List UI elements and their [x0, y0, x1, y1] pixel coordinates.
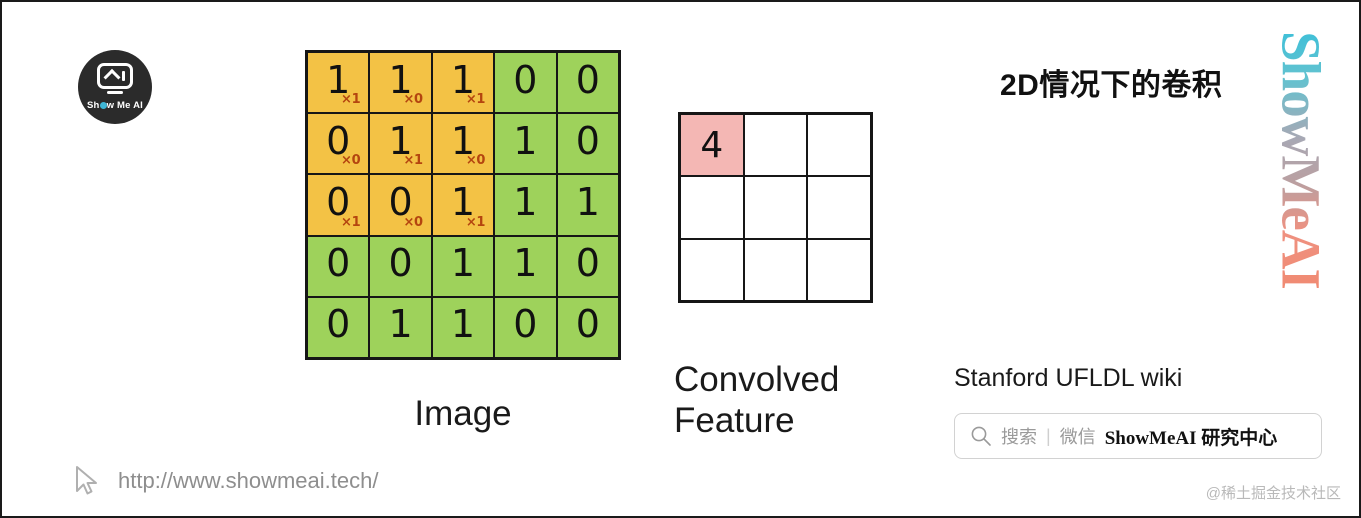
- kernel-weight-label: ×0: [465, 153, 486, 169]
- conv-cell-r1-c1: [744, 177, 807, 238]
- conv-cell-r2-c2: [808, 239, 870, 300]
- image-cell-r1-c0: 0×0: [308, 114, 369, 174]
- kernel-weight-label: ×1: [341, 92, 361, 108]
- image-cell-value: 1: [513, 241, 538, 286]
- image-cell-r3-c0: 0: [308, 236, 369, 296]
- image-cell-value: 1: [450, 241, 476, 286]
- search-channel-label: 微信: [1059, 427, 1096, 447]
- image-cell-value: 0: [575, 241, 600, 286]
- kernel-weight-label: ×1: [465, 214, 486, 230]
- cursor-pointer-icon: [72, 464, 102, 498]
- logo-text-after: w Me AI: [106, 100, 143, 111]
- convolved-label-line1: Convolved: [674, 360, 840, 399]
- source-caption: Stanford UFLDL wiki: [954, 364, 1183, 392]
- image-cell-value: 1: [513, 118, 538, 163]
- image-cell-r3-c3: 1: [495, 236, 556, 296]
- conv-cell-r1-c2: [808, 177, 870, 238]
- image-cell-value: 1: [513, 179, 538, 224]
- image-cell-r2-c1: 0×0: [370, 175, 431, 235]
- conv-cell-r0-c1: [744, 115, 807, 176]
- search-divider: |: [1046, 425, 1051, 446]
- conv-cell-r1-c0: [681, 177, 743, 238]
- kernel-weight-label: ×0: [341, 153, 361, 169]
- robot-icon: [97, 63, 133, 89]
- image-cell-value: 1: [450, 179, 476, 224]
- kernel-weight-label: ×0: [403, 214, 423, 230]
- image-cell-r4-c4: 0: [557, 297, 618, 357]
- image-cell-value: 1: [450, 302, 476, 347]
- image-cell-value: 0: [388, 241, 413, 286]
- convolved-label-line2: Feature: [674, 400, 795, 440]
- logo-wordmark: Sh w Me AI: [87, 100, 143, 111]
- image-cell-r2-c2: 1×1: [432, 175, 494, 235]
- search-icon: [970, 425, 992, 447]
- image-cell-value: 1: [388, 302, 413, 347]
- convolved-feature-grid: 4: [678, 112, 873, 303]
- image-cell-value: 0: [513, 302, 538, 347]
- image-cell-value: 0: [326, 302, 351, 347]
- logo-dot-icon: [99, 102, 107, 109]
- image-cell-r0-c0: 1×1: [308, 53, 369, 113]
- image-cell-r3-c1: 0: [370, 236, 431, 296]
- kernel-weight-label: ×1: [341, 214, 361, 230]
- page-title: 2D情况下的卷积: [1000, 69, 1223, 102]
- image-cell-value: 0: [575, 302, 600, 347]
- robot-caret-icon: [103, 68, 120, 86]
- image-cell-value: 0: [575, 57, 600, 102]
- image-cell-value: 0: [326, 118, 351, 163]
- attribution-text: @稀土掘金技术社区: [1205, 485, 1341, 502]
- footer-url-text[interactable]: http://www.showmeai.tech/: [118, 468, 379, 493]
- kernel-weight-label: ×1: [465, 92, 486, 108]
- image-cell-r1-c1: 1×1: [370, 114, 431, 174]
- image-cell-r0-c4: 0: [557, 53, 618, 113]
- conv-cell-r2-c0: [681, 239, 743, 300]
- vertical-watermark-text: ShowMeAI: [1270, 31, 1332, 289]
- logo-text-before: Sh: [87, 100, 100, 111]
- vertical-watermark: ShowMeAI: [1270, 26, 1332, 294]
- image-cell-value: 0: [326, 179, 351, 224]
- image-cell-r4-c2: 1: [432, 297, 494, 357]
- image-cell-r2-c4: 1: [557, 175, 618, 235]
- image-matrix-label: Image: [414, 394, 512, 433]
- image-cell-r0-c1: 1×0: [370, 53, 431, 113]
- image-cell-value: 0: [388, 179, 413, 224]
- conv-cell-r2-c1: [744, 239, 807, 300]
- robot-bar-icon: [121, 71, 125, 81]
- kernel-weight-label: ×1: [403, 153, 423, 169]
- conv-cell-r0-c2: [808, 115, 870, 176]
- image-cell-r0-c2: 1×1: [432, 53, 494, 113]
- image-cell-value: 1: [388, 118, 413, 163]
- image-cell-value: 0: [513, 57, 538, 102]
- image-cell-r4-c0: 0: [308, 297, 369, 357]
- image-cell-r2-c3: 1: [495, 175, 556, 235]
- image-cell-value: 1: [575, 179, 600, 224]
- search-brand-label: ShowMeAI 研究中心: [1104, 427, 1278, 449]
- search-input-placeholder[interactable]: 搜索: [1001, 427, 1037, 447]
- image-cell-r0-c3: 0: [495, 53, 556, 113]
- image-cell-r1-c4: 0: [557, 114, 618, 174]
- image-cell-r3-c2: 1: [432, 236, 494, 296]
- image-cell-r1-c2: 1×0: [432, 114, 494, 174]
- image-cell-r3-c4: 0: [557, 236, 618, 296]
- show-me-ai-logo[interactable]: Sh w Me AI: [78, 50, 152, 124]
- conv-cell-r0-c0: 4: [681, 115, 743, 176]
- kernel-weight-label: ×0: [403, 92, 423, 108]
- footer-url[interactable]: http://www.showmeai.tech/: [72, 464, 378, 498]
- image-cell-value: 1: [388, 57, 413, 102]
- image-cell-value: 0: [326, 241, 351, 286]
- convolved-feature-label: Convolved Feature: [674, 360, 924, 441]
- image-cell-r1-c3: 1: [495, 114, 556, 174]
- image-cell-value: 1: [450, 118, 476, 163]
- image-cell-r4-c1: 1: [370, 297, 431, 357]
- image-cell-r4-c3: 0: [495, 297, 556, 357]
- image-cell-r2-c0: 0×1: [308, 175, 369, 235]
- image-cell-value: 1: [326, 57, 351, 102]
- image-cell-value: 0: [575, 118, 600, 163]
- search-bar[interactable]: 搜索 | 微信 ShowMeAI 研究中心: [954, 413, 1322, 459]
- image-cell-value: 1: [450, 57, 476, 102]
